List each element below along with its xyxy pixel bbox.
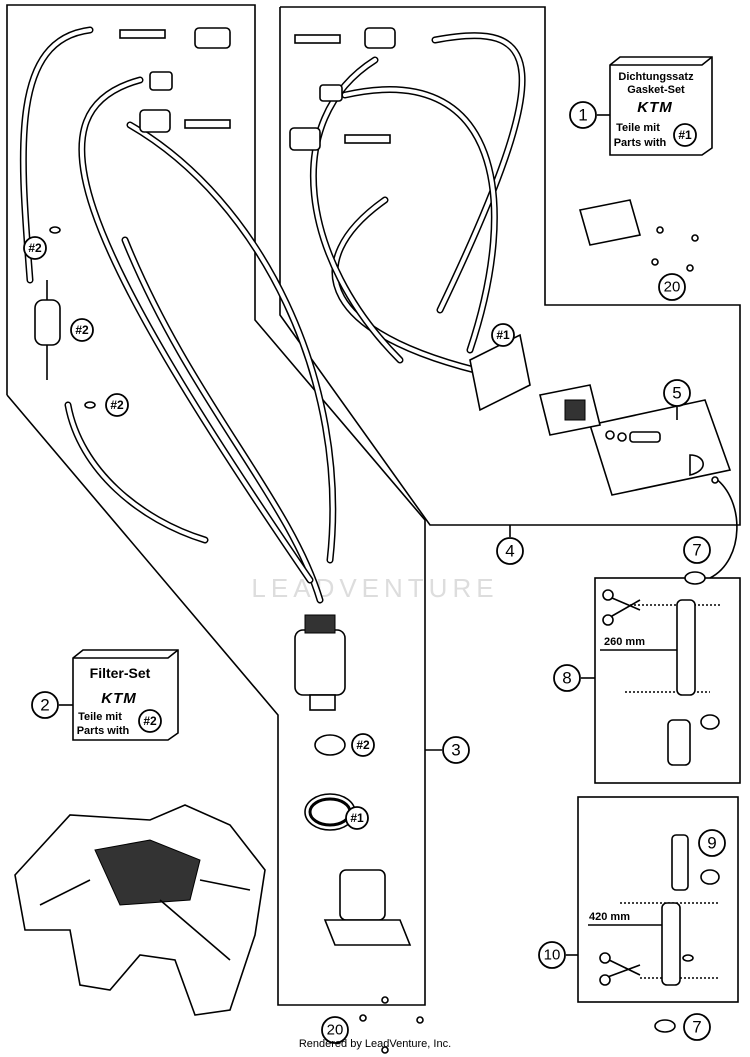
dimension-260: 260 mm — [604, 636, 645, 648]
tag-2-c: #2 — [105, 393, 129, 417]
hose-420mm: 420 mm — [588, 834, 720, 1033]
fittings-top-right — [289, 27, 396, 151]
tag-1-b: #1 — [345, 806, 369, 830]
gasket-box-line4: Parts with — [614, 137, 667, 149]
leader-lines — [59, 114, 738, 956]
filter-box-title: Filter-Set — [90, 665, 151, 681]
fittings-top-left — [119, 27, 231, 133]
hose-260mm: 260 mm — [600, 571, 720, 766]
callout-7-top[interactable]: 7 — [683, 536, 711, 564]
gasket-box-title: Dichtungssatz — [618, 71, 694, 83]
svg-text:9: 9 — [707, 834, 716, 853]
callout-8[interactable]: 8 — [553, 664, 581, 692]
svg-text:4: 4 — [505, 542, 514, 561]
screws — [359, 996, 424, 1054]
callout-9[interactable]: 9 — [698, 829, 726, 857]
svg-text:2: 2 — [40, 696, 49, 715]
group-10-outline — [577, 796, 739, 1003]
callout-7-bottom[interactable]: 7 — [683, 1013, 711, 1041]
svg-text:10: 10 — [544, 947, 561, 964]
callout-5[interactable]: 5 — [663, 379, 691, 407]
filter-set-box: Filter-Set KTM Teile mit Parts with #2 — [72, 649, 179, 741]
callout-20-top[interactable]: 20 — [658, 273, 686, 301]
svg-text:#2: #2 — [75, 323, 89, 337]
gasket-box-line3: Teile mit — [616, 122, 660, 134]
fuel-tank — [14, 804, 266, 1016]
filter-box-tag: #2 — [143, 714, 157, 728]
svg-text:7: 7 — [692, 1018, 701, 1037]
svg-text:8: 8 — [562, 669, 571, 688]
gasket-box-tag: #1 — [678, 128, 692, 142]
hoses-left — [19, 26, 337, 604]
tag-2-b: #2 — [70, 318, 94, 342]
svg-text:7: 7 — [692, 541, 701, 560]
group-8-outline — [594, 577, 741, 784]
footer-credit: Rendered by LeadVenture, Inc. — [298, 1038, 452, 1050]
svg-text:#1: #1 — [496, 328, 510, 342]
filter-box-line3: Teile mit — [78, 711, 122, 723]
svg-text:5: 5 — [672, 384, 681, 403]
dimension-420: 420 mm — [589, 911, 630, 923]
group-3-outline — [6, 4, 426, 1006]
tag-2-a: #2 — [23, 236, 47, 260]
filter-box-line4: Parts with — [77, 725, 130, 737]
svg-text:20: 20 — [327, 1022, 344, 1039]
gasket-box-subtitle: Gasket-Set — [627, 84, 685, 96]
svg-text:#2: #2 — [110, 398, 124, 412]
svg-text:1: 1 — [578, 106, 587, 125]
callout-2[interactable]: 2 — [31, 691, 59, 719]
svg-text:#2: #2 — [356, 738, 370, 752]
tag-2-d: #2 — [351, 733, 375, 757]
svg-text:20: 20 — [664, 279, 681, 296]
callout-3[interactable]: 3 — [442, 736, 470, 764]
gasket-box-ktm-logo: KTM — [637, 99, 673, 116]
svg-text:#1: #1 — [350, 811, 364, 825]
group-5-outline — [588, 399, 732, 496]
valve-assembly — [469, 199, 719, 484]
callout-20-bottom[interactable]: 20 — [321, 1016, 349, 1044]
callout-4[interactable]: 4 — [496, 537, 524, 565]
hoses-right — [309, 32, 526, 384]
tag-1-a: #1 — [491, 323, 515, 347]
fuel-filter — [34, 226, 96, 409]
gasket-set-box: Dichtungssatz Gasket-Set KTM Teile mit P… — [609, 56, 713, 156]
watermark: LEADVENTURE — [251, 573, 498, 603]
svg-text:#2: #2 — [28, 241, 42, 255]
fuel-pump — [294, 614, 412, 946]
callout-10[interactable]: 10 — [538, 941, 566, 969]
callout-1[interactable]: 1 — [569, 101, 597, 129]
filter-box-ktm-logo: KTM — [101, 690, 137, 707]
svg-text:3: 3 — [451, 741, 460, 760]
